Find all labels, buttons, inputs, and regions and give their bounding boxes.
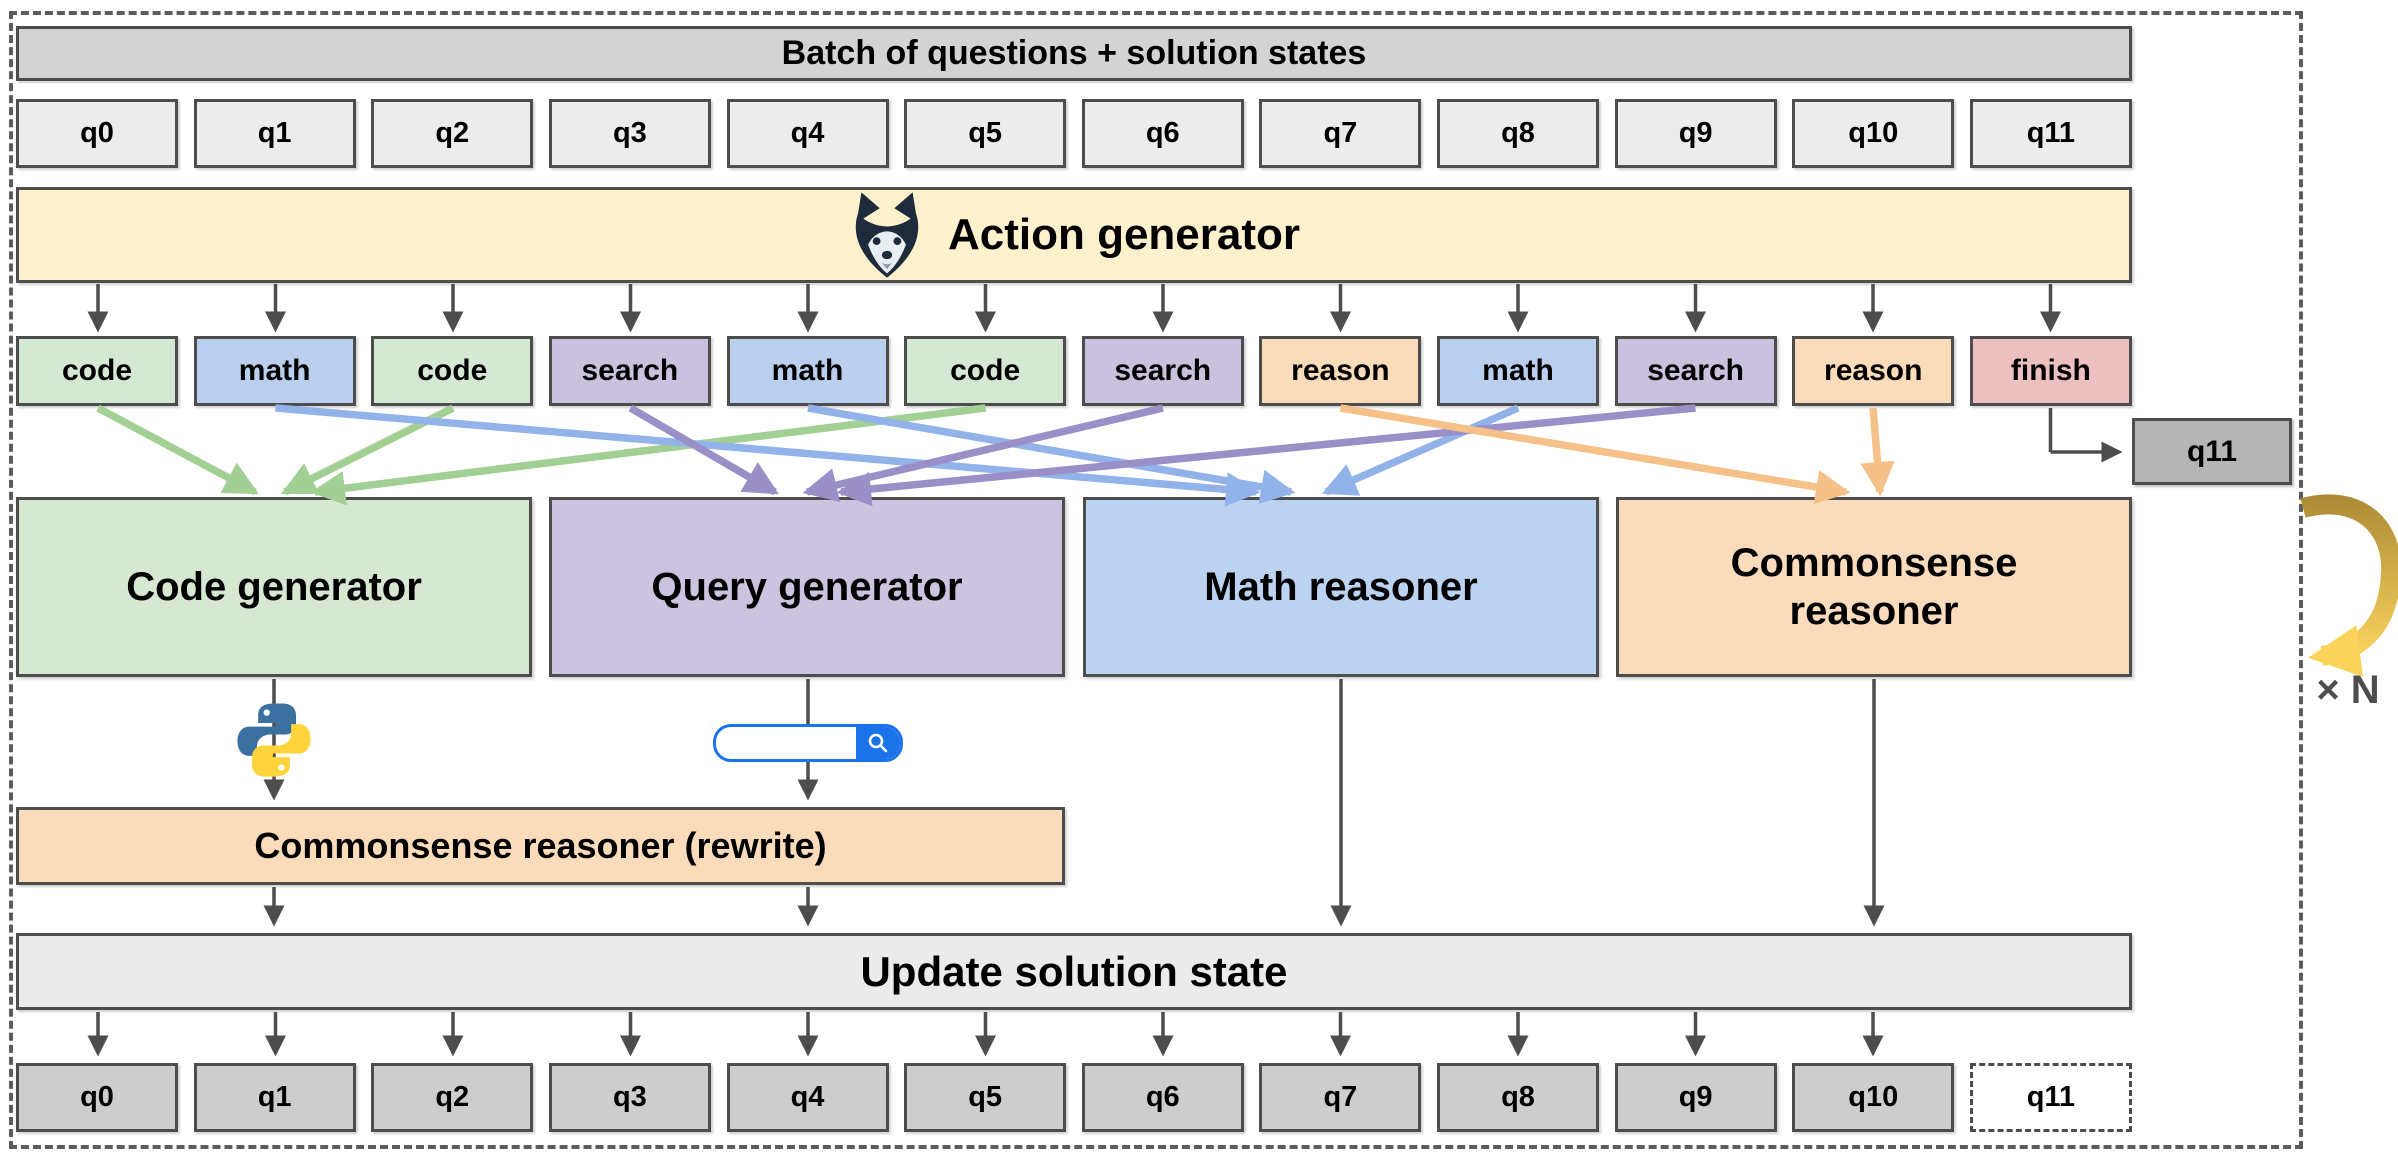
action-box-math: math [1437,336,1599,406]
action-generator-label: Action generator [947,210,1301,259]
commonsense-reasoner-box: Commonsense reasoner [1616,497,2132,677]
finish-output-box: q11 [2132,418,2292,485]
rewrite-bar: Commonsense reasoner (rewrite) [16,807,1065,885]
action-box-finish: finish [1969,336,2132,406]
output-question-box: q10 [1792,1063,1955,1132]
math-reasoner-box: Math reasoner [1083,497,1599,677]
query-generator-label: Query generator [651,564,963,609]
question-box: q7 [1259,99,1422,168]
question-box: q5 [904,99,1067,168]
output-question-box: q7 [1259,1063,1422,1132]
action-box-search: search [548,336,711,406]
question-box: q6 [1081,99,1244,168]
action-box-code: code [371,336,534,406]
action-box-search: search [1614,336,1777,406]
action-generator-bar: Action generator [16,187,2132,283]
commonsense-reasoner-label: Commonsense reasoner [1730,541,2018,633]
magnifier-icon [868,733,888,753]
question-box: q4 [726,99,889,168]
question-box: q10 [1792,99,1955,168]
question-box: q1 [193,99,356,168]
husky-logo-icon [855,192,919,278]
output-question-box: q0 [16,1063,178,1132]
action-box-reason: reason [1259,336,1422,406]
question-box: q2 [371,99,534,168]
pending-question-box: q11 [1969,1063,2132,1132]
output-question-box: q4 [726,1063,889,1132]
batch-header-label: Batch of questions + solution states [781,34,1367,72]
search-box [713,724,903,762]
action-box-reason: reason [1792,336,1955,406]
question-box: q11 [1969,99,2132,168]
action-box-code: code [16,336,178,406]
math-reasoner-label: Math reasoner [1204,564,1478,609]
question-box: q8 [1437,99,1599,168]
output-question-box: q6 [1081,1063,1244,1132]
output-question-box: q9 [1614,1063,1777,1132]
batch-header-bar: Batch of questions + solution states [16,26,2132,81]
update-solution-state-bar: Update solution state [16,933,2132,1010]
output-question-box: q5 [904,1063,1067,1132]
output-question-box: q1 [193,1063,356,1132]
query-generator-box: Query generator [549,497,1065,677]
code-generator-box: Code generator [16,497,532,677]
output-question-box: q3 [548,1063,711,1132]
rewrite-bar-label: Commonsense reasoner (rewrite) [254,825,827,866]
search-button [856,727,900,759]
action-box-code: code [904,336,1067,406]
loop-arrow-icon [2300,494,2398,677]
code-generator-label: Code generator [126,564,422,609]
output-question-box: q2 [371,1063,534,1132]
question-box: q3 [548,99,711,168]
action-box-math: math [726,336,889,406]
question-box: q9 [1614,99,1777,168]
loop-count-label: × N [2316,668,2380,712]
action-box-math: math [193,336,356,406]
action-box-search: search [1081,336,1244,406]
finish-output-label: q11 [2186,434,2238,468]
output-question-box: q8 [1437,1063,1599,1132]
question-box: q0 [16,99,178,168]
update-bar-label: Update solution state [860,947,1288,995]
